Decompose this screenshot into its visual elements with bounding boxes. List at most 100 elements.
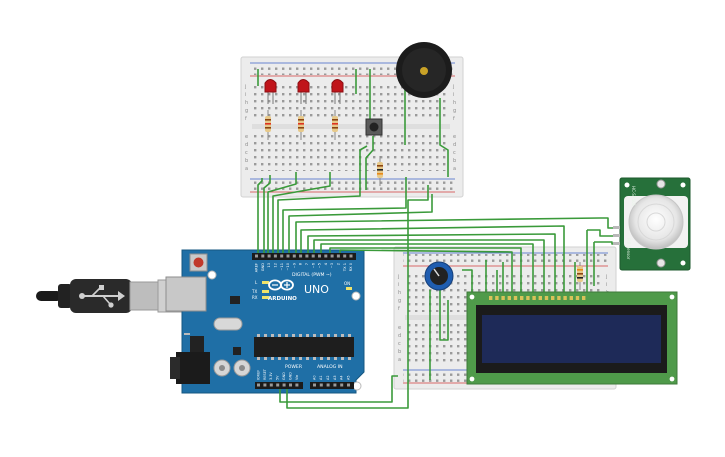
wire [587, 229, 620, 237]
pir-label-bottom: PIR Sensor [626, 238, 631, 260]
row-letter: g [453, 108, 456, 114]
led-red-1 [264, 79, 277, 104]
header-pin[interactable] [313, 383, 316, 387]
chip-leg [264, 334, 267, 337]
header-pin[interactable] [269, 383, 273, 387]
lcd-pin[interactable] [569, 296, 573, 300]
potentiometer[interactable] [424, 261, 454, 291]
row-letter: b [245, 158, 248, 164]
chip-leg [278, 357, 281, 360]
header-pin[interactable] [343, 254, 347, 258]
wire [295, 217, 601, 253]
lcd-pin[interactable] [551, 296, 555, 300]
chip-leg [299, 334, 302, 337]
row-letter: j [452, 84, 454, 90]
header-pin[interactable] [263, 383, 267, 387]
wire [282, 177, 407, 253]
header-pin[interactable] [349, 254, 353, 258]
chip-leg [299, 357, 302, 360]
header-pin[interactable] [286, 254, 290, 258]
lcd-pin[interactable] [526, 296, 530, 300]
lcd-pin[interactable] [544, 296, 549, 300]
chip-leg [313, 334, 316, 337]
row-letter: f [398, 306, 400, 312]
row-letter: j [244, 84, 246, 90]
header-pin[interactable] [273, 254, 277, 258]
header-pin[interactable] [318, 254, 321, 258]
digital-pin-label: ~3 [330, 263, 334, 268]
chip-leg [348, 357, 351, 360]
header-pin[interactable] [261, 254, 265, 258]
header-pin[interactable] [324, 254, 328, 258]
chip-leg [271, 334, 274, 337]
row-letter: c [398, 341, 401, 347]
row-letter: e [453, 134, 456, 140]
row-letter: d [398, 333, 401, 339]
power-pin-label: Vin [295, 375, 299, 380]
row-letter: i [606, 282, 607, 288]
row-letter: g [398, 298, 401, 304]
header-pin[interactable] [340, 383, 344, 387]
header-pin[interactable] [305, 254, 309, 258]
lcd-pin[interactable] [495, 296, 499, 300]
lcd-pin[interactable] [513, 296, 518, 300]
header-pin[interactable] [326, 383, 330, 387]
wire [462, 269, 473, 298]
usb-icon [79, 285, 125, 308]
lcd-pin[interactable] [582, 296, 586, 300]
header-pin[interactable] [280, 254, 284, 258]
chip-leg [306, 357, 309, 360]
header-pin[interactable] [276, 383, 280, 387]
chip-leg [334, 357, 337, 360]
power-pin-label: 5V [276, 375, 280, 380]
rx-led-label: RX [252, 295, 258, 300]
power-pin-label: RESET [263, 368, 267, 380]
lcd-pin[interactable] [575, 296, 580, 300]
row-letter: e [245, 134, 248, 140]
chip-leg [285, 357, 288, 360]
lcd-pin[interactable] [507, 296, 511, 300]
lcd-pin[interactable] [557, 296, 561, 300]
header-pin[interactable] [336, 254, 340, 258]
chip-leg [292, 334, 295, 337]
wire [365, 136, 374, 190]
header-pin[interactable] [333, 383, 337, 387]
header-pin[interactable] [311, 254, 315, 258]
header-pin[interactable] [295, 383, 299, 387]
analog-header-label: ANALOG IN [317, 364, 343, 370]
lcd-pin[interactable] [563, 296, 567, 300]
lcd-pin[interactable] [520, 296, 524, 300]
row-letter: j [397, 274, 399, 280]
reset-button[interactable] [193, 257, 204, 268]
row-letter: c [453, 150, 456, 156]
header-pin[interactable] [267, 254, 271, 258]
analog-pin-label: A1 [319, 376, 323, 380]
lcd-pin[interactable] [538, 296, 542, 300]
header-pin[interactable] [282, 383, 286, 387]
chip-leg [327, 357, 330, 360]
header-pin[interactable] [292, 254, 296, 258]
wire [257, 178, 263, 253]
wire [407, 185, 429, 390]
digital-pin-label: ~9 [292, 262, 296, 268]
wire [267, 172, 297, 253]
header-pin[interactable] [255, 254, 258, 258]
analog-pin-label: A4 [340, 376, 344, 380]
lcd-pin[interactable] [532, 296, 536, 300]
header-pin[interactable] [289, 383, 292, 387]
row-letter: a [398, 357, 401, 363]
header-pin[interactable] [319, 383, 323, 387]
wire [286, 389, 409, 409]
lcd-pin[interactable] [501, 296, 505, 300]
digital-pin-label: RX 0 [349, 262, 353, 271]
lcd-pin[interactable] [489, 296, 493, 300]
chip-leg [327, 334, 330, 337]
pushbutton[interactable] [365, 118, 383, 136]
l-led-label: L [255, 280, 258, 285]
chip-leg [334, 334, 337, 337]
header-pin[interactable] [330, 254, 334, 258]
header-pin[interactable] [347, 383, 350, 387]
header-pin[interactable] [257, 383, 260, 387]
header-pin[interactable] [299, 254, 303, 258]
